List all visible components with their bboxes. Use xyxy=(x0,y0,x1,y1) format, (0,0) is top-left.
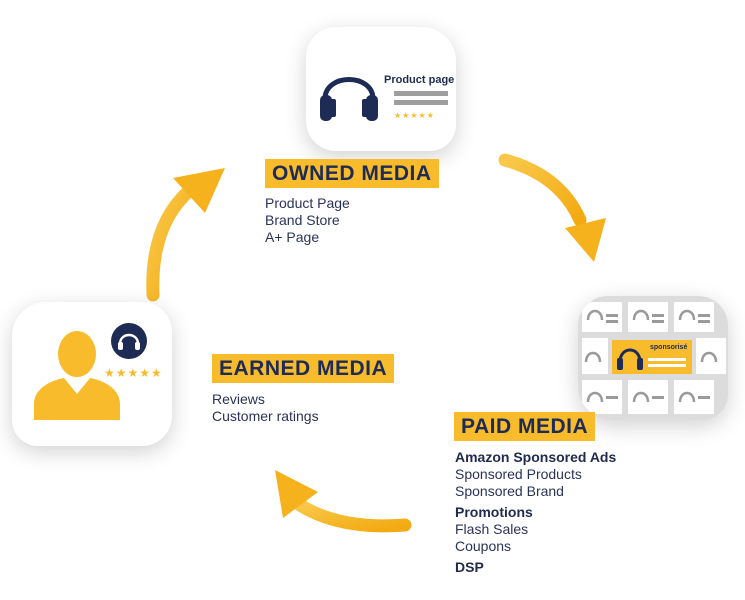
group-heading: Promotions xyxy=(455,504,533,520)
list-item: Customer ratings xyxy=(212,408,319,424)
paid-media-title: PAID MEDIA xyxy=(454,412,596,441)
rating-stars: ★★★★★ xyxy=(104,366,163,380)
sponsored-label: sponsorisé xyxy=(650,344,688,351)
list-item: Flash Sales xyxy=(455,521,529,537)
earned-media-title: EARNED MEDIA xyxy=(212,354,395,383)
list-item: A+ Page xyxy=(265,229,320,245)
owned-media-card: Product page ★★★★★ xyxy=(306,27,456,151)
list-item: Sponsored Brand xyxy=(455,483,564,499)
earned-media-card: ★★★★★ xyxy=(12,302,172,446)
earned-media-list: Reviews Customer ratings xyxy=(212,391,319,425)
list-item: Product Page xyxy=(265,195,350,211)
list-item: Sponsored Products xyxy=(455,466,582,482)
user-icon xyxy=(34,331,120,420)
placeholder-line xyxy=(394,91,448,96)
product-grid xyxy=(582,302,726,414)
owned-media-list: Product Page Brand Store A+ Page xyxy=(265,195,350,246)
list-item: Coupons xyxy=(455,538,512,554)
owned-card-label: Product page xyxy=(384,74,455,86)
list-item: Brand Store xyxy=(265,212,340,228)
rating-stars: ★★★★★ xyxy=(394,111,435,120)
placeholder-line xyxy=(394,100,448,105)
owned-media-title: OWNED MEDIA xyxy=(265,159,439,188)
headphones-icon xyxy=(320,77,378,121)
headset-badge-icon xyxy=(111,323,147,359)
list-item: Reviews xyxy=(212,391,265,407)
paid-media-card: sponsorisé xyxy=(578,296,728,420)
group-heading: Amazon Sponsored Ads xyxy=(455,449,617,465)
cycle-arrow-icon xyxy=(498,153,606,262)
paid-media-list: Amazon Sponsored Ads Sponsored Products … xyxy=(455,449,616,576)
group-heading: DSP xyxy=(455,559,484,575)
cycle-arrow-icon xyxy=(146,168,225,302)
cycle-arrow-icon xyxy=(275,470,412,533)
